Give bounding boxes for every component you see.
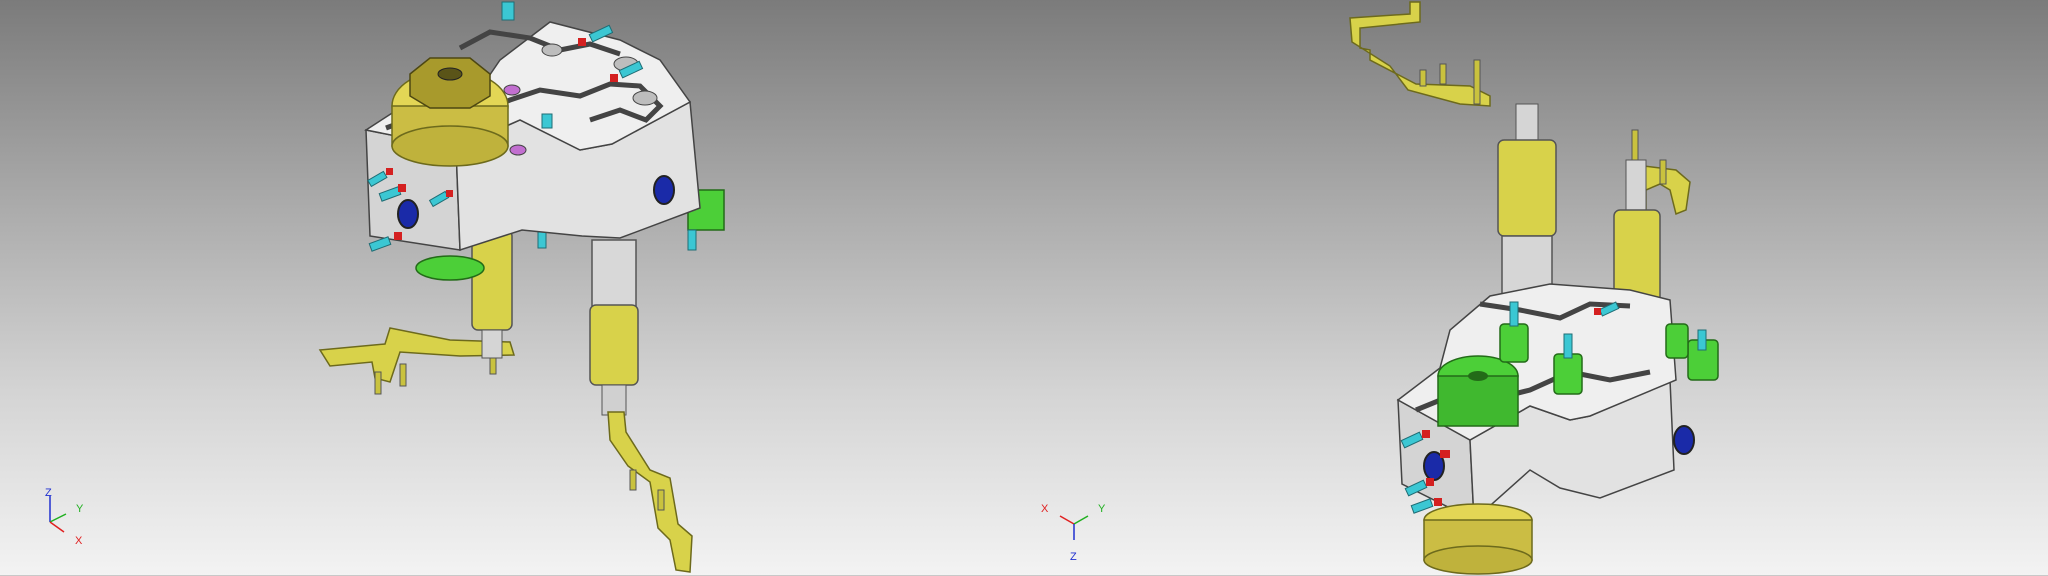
right-green-block-1	[1499, 323, 1529, 363]
left-hex-nut-hole	[437, 67, 463, 81]
right-green-block-2	[1553, 353, 1583, 395]
left-top-hole-1	[541, 43, 563, 57]
right-flow-channel-top	[1479, 301, 1631, 321]
right-green-block-4	[1665, 323, 1689, 359]
axis-triad-icon	[49, 496, 67, 533]
left-yellow-pin-2	[399, 363, 407, 387]
right-axis-y-label: Y	[1098, 503, 1106, 515]
right-yellow-pin-1	[1439, 63, 1447, 85]
axis-triad-icon	[1059, 515, 1089, 540]
left-cyan-stud-1	[687, 229, 697, 251]
left-blue-port-1	[397, 199, 419, 229]
left-flow-channel-top	[458, 29, 621, 57]
left-axis-y-label: Y	[76, 503, 84, 515]
right-axis-x-label: X	[1041, 503, 1049, 515]
left-axis-x-label: X	[75, 535, 83, 547]
right-column-a-shaft-top	[1515, 103, 1539, 145]
left-fittings	[367, 1, 644, 252]
right-green-cylinder-body	[1437, 375, 1519, 427]
left-blue-port-2	[653, 175, 675, 205]
left-collar-bottom	[391, 125, 509, 167]
right-fittings	[1400, 301, 1620, 514]
right-column-a-sleeve	[1497, 139, 1557, 237]
left-column-a-shaft	[481, 329, 503, 359]
left-yellow-pin-1	[374, 371, 382, 395]
left-axis-z-label: Z	[45, 487, 52, 499]
right-cyan-stud-3	[1697, 329, 1707, 351]
right-yellow-collar-bottom	[1423, 545, 1533, 575]
left-hex-nut	[409, 57, 491, 109]
right-yellow-pin-2	[1419, 69, 1427, 87]
left-yellow-pin-5	[657, 489, 665, 511]
left-column-b-body	[591, 239, 637, 311]
right-yellow-pin-3	[1473, 59, 1481, 105]
right-blue-port-2	[1673, 425, 1695, 455]
right-axis-z-label: Z	[1070, 551, 1077, 563]
left-column-b-shaft	[601, 384, 627, 416]
left-yellow-pin-4	[629, 469, 637, 491]
left-yellow-bracket-b	[607, 411, 693, 573]
right-yellow-bracket-a	[1349, 1, 1491, 107]
right-green-cylinder-cap	[1468, 371, 1488, 381]
left-top-hole-2	[632, 90, 658, 106]
left-axis-triad: Z Y X	[40, 486, 120, 566]
right-cyan-stud-2	[1563, 333, 1573, 359]
left-column-b-sleeve	[589, 304, 639, 386]
left-column-a-body	[471, 229, 513, 331]
left-yellow-bracket-a	[318, 327, 516, 383]
left-3d-model[interactable]	[290, 0, 1050, 576]
right-axis-triad: X Y Z	[1040, 500, 1120, 576]
right-cyan-stud-1	[1509, 301, 1519, 327]
right-3d-model[interactable]	[1330, 0, 1890, 576]
right-yellow-pin-5	[1659, 159, 1667, 185]
left-green-ring	[415, 255, 485, 281]
